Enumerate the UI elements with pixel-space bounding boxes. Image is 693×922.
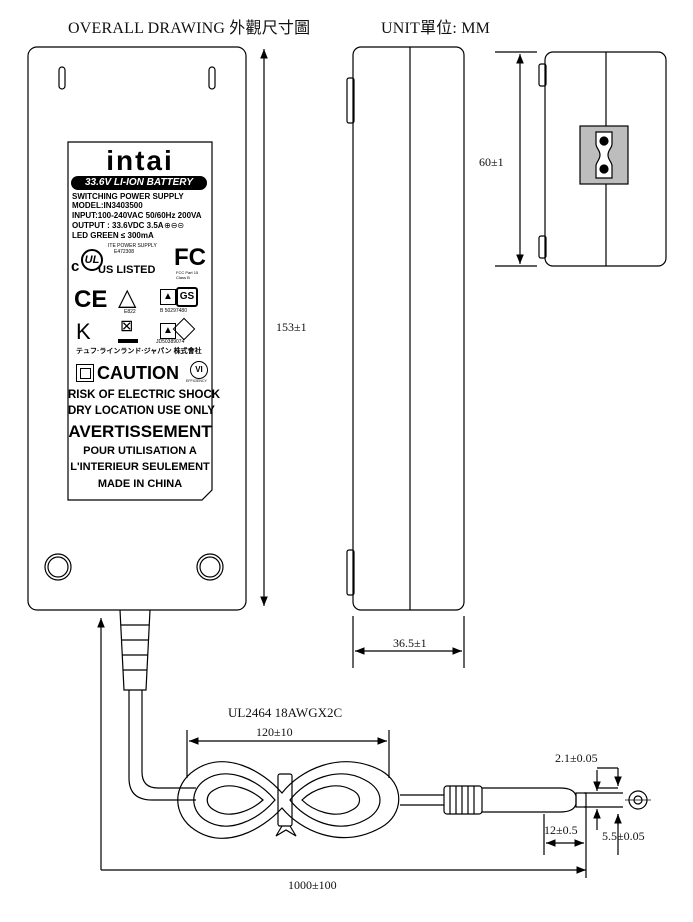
adapter-front-body xyxy=(27,46,247,611)
kc-mark-icon: K xyxy=(76,319,91,344)
label-ite: ITE POWER SUPPLY xyxy=(108,243,157,249)
label-input: INPUT:100-240VAC 50/60Hz 200VA xyxy=(72,211,202,220)
cable-tie xyxy=(277,773,293,827)
gs-no: B 50297480 xyxy=(160,308,187,314)
dc-cable xyxy=(128,690,196,801)
battery-badge: 33.6V LI-ION BATTERY xyxy=(71,176,207,190)
label-risk: RISK OF ELECTRIC SHOCK xyxy=(68,389,221,401)
fcc-note: FCC Part 15 Class B xyxy=(176,270,199,280)
double-insulation-icon xyxy=(76,364,94,382)
unit-label: UNIT單位: MM xyxy=(381,20,491,37)
strain-relief xyxy=(119,609,151,691)
weee-bin-icon: ⊠ xyxy=(120,318,134,335)
foot-left-icon xyxy=(44,553,72,581)
pse-mark-icon: ▲ xyxy=(160,323,176,339)
cable-coil xyxy=(177,761,400,839)
ce-mark-icon: CE xyxy=(74,286,108,313)
tuv-mark-icon: ▲ xyxy=(160,289,176,305)
fcc-logo-icon: FC xyxy=(174,244,206,271)
dim-height: 60±1 xyxy=(479,155,504,169)
dim-length: 153±1 xyxy=(276,320,307,334)
dim-thickness: 36.5±1 xyxy=(393,636,427,650)
gs-mark-icon: GS xyxy=(176,287,198,307)
label-output: OUTPUT : 33.6VDC 3.5A xyxy=(72,221,164,230)
jd-no: JD50389074 xyxy=(156,339,185,345)
label-line1: SWITCHING POWER SUPPLY xyxy=(72,192,184,201)
cable-spec: UL2464 18AWGX2C xyxy=(228,705,343,720)
ul-logo-icon: UL xyxy=(81,249,103,271)
polarity-icon: ⊕⊖⊝ xyxy=(164,221,185,230)
dc-plug-barrel xyxy=(575,792,587,808)
pse-diamond-icon xyxy=(172,317,196,341)
label-ite-no: E472308 xyxy=(114,249,135,255)
dim-coil: 120±10 xyxy=(256,725,293,739)
dim-total-len: 1000±100 xyxy=(288,878,337,892)
label-model: MODEL:IN3403500 xyxy=(72,201,143,210)
efficiency-text: EFFICIENCY xyxy=(186,379,207,383)
brand-logo: intai xyxy=(106,145,174,176)
label-pour: POUR UTILISATION A xyxy=(83,445,197,457)
ul-listed: US LISTED xyxy=(98,264,156,276)
efficiency-vi-icon: VI xyxy=(190,361,208,379)
dim-inner-dia: 2.1±0.05 xyxy=(555,751,598,765)
label-outline xyxy=(67,141,213,501)
label-led: LED GREEN ≤ 300mA xyxy=(72,231,154,240)
foot-right-icon xyxy=(196,553,224,581)
dc-plug-boot xyxy=(443,785,483,815)
rcm-mark-icon: △ xyxy=(118,284,137,311)
dim-outer-dia: 5.5±0.05 xyxy=(602,829,645,843)
label-made: MADE IN CHINA xyxy=(97,478,183,490)
dim-plug-len: 12±0.5 xyxy=(544,823,578,837)
label-dry: DRY LOCATION USE ONLY xyxy=(68,405,215,417)
slot-left xyxy=(58,66,66,90)
slot-right xyxy=(208,66,216,90)
label-caution: CAUTION xyxy=(97,363,179,383)
label-japanese: テュフ·ラインランド·ジャパン 株式會社 xyxy=(76,348,202,355)
label-avertissement: AVERTISSEMENT xyxy=(68,422,212,441)
label-interieur: L'INTERIEUR SEULEMENT xyxy=(70,461,210,473)
weee-bar-icon xyxy=(118,339,138,343)
adapter-side-body xyxy=(352,46,465,611)
ul-c-icon: c xyxy=(71,258,80,275)
product-label: intai 33.6V LI-ION BATTERY SWITCHING POW… xyxy=(68,143,221,499)
drawing-title: OVERALL DRAWING 外觀尺寸圖 xyxy=(68,20,311,37)
e-mark: E822 xyxy=(124,309,136,315)
